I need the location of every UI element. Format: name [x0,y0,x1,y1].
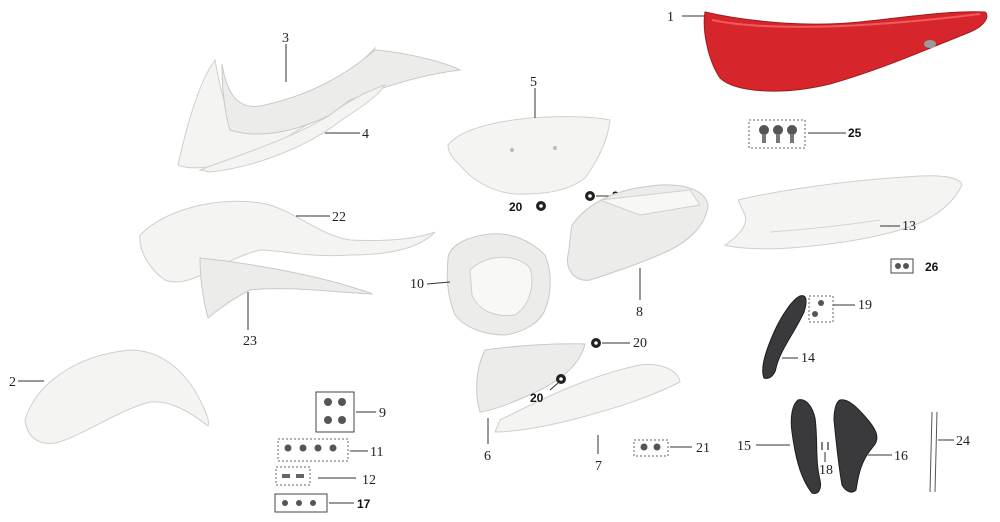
label-14: 14 [801,351,815,366]
label-13: 13 [902,219,916,234]
label-4: 4 [362,127,369,142]
label-22: 22 [332,210,346,225]
label-10: 10 [410,277,424,292]
label-5: 5 [530,75,537,90]
label-20-d: 20 [530,391,544,405]
headlight-mask [446,233,551,336]
label-12: 12 [362,473,376,488]
label-19: 19 [858,298,872,313]
bolt-set-26 [895,263,909,269]
frame-guard-left [790,399,821,494]
fastener-set-9 [324,398,346,424]
airbox [566,184,709,281]
label-6: 6 [484,449,491,464]
label-7: 7 [595,459,602,474]
radiator-shroud-lower [139,200,436,319]
label-20-a: 20 [509,200,523,214]
label-1: 1 [667,10,674,25]
seat-part [703,11,988,92]
label-11: 11 [370,445,383,460]
label-26: 26 [925,260,939,274]
screw-set-18 [821,442,829,450]
label-24: 24 [956,434,970,449]
label-16: 16 [894,449,908,464]
label-25: 25 [848,126,862,140]
label-9: 9 [379,406,386,421]
label-15: 15 [737,439,751,454]
frame-guard-right [833,399,878,493]
bolt-set-25 [759,125,797,143]
clip-set-12 [282,474,304,478]
side-number-panel-upper [447,116,611,195]
label-3: 3 [282,31,289,46]
label-2: 2 [9,375,16,390]
fastener-set-11 [284,444,337,452]
label-17: 17 [357,497,371,511]
side-panel-lower [476,343,681,433]
fastener-set-17 [282,500,316,506]
chain-guide [762,295,807,379]
cable-ties [929,411,938,493]
front-fender [24,349,209,444]
radiator-shroud-upper [177,46,462,173]
label-20-c: 20 [633,336,647,351]
label-8: 8 [636,305,643,320]
label-21: 21 [696,441,710,456]
rear-fender [723,175,963,250]
bolt-set-19 [812,300,824,317]
label-18: 18 [819,463,833,478]
label-23: 23 [243,334,257,349]
bolt-set-21 [640,443,661,451]
